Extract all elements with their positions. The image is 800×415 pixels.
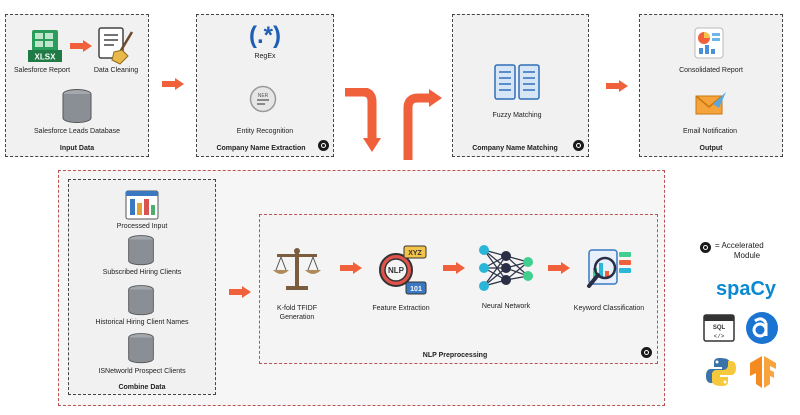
combine-data-title: Combine Data bbox=[118, 384, 166, 391]
spacy-logo: spaCy bbox=[715, 278, 777, 300]
python-logo-icon bbox=[706, 358, 736, 386]
fuzzy-matching-icon bbox=[494, 64, 540, 100]
nlp-preprocessing-panel bbox=[259, 214, 658, 364]
accelerated-legend-line2: Module bbox=[733, 251, 761, 260]
salesforce-report-label: Salesforce Report bbox=[13, 67, 71, 74]
sql-logo-icon: SQL </> bbox=[703, 314, 735, 342]
email-notification-icon bbox=[695, 92, 726, 115]
keyword-classification-icon bbox=[587, 249, 631, 288]
binary-badge: 101 bbox=[410, 286, 422, 293]
flow-arrow-icon bbox=[606, 80, 628, 92]
accelerated-module-icon bbox=[700, 242, 711, 253]
consolidated-report-label: Consolidated Report bbox=[679, 67, 743, 74]
kfold-label-line1: K-fold TFIDF bbox=[277, 305, 317, 312]
neural-network-icon bbox=[479, 245, 533, 291]
keyword-classification-label: Keyword Classification bbox=[573, 305, 645, 312]
flow-arrow-icon bbox=[162, 78, 184, 90]
input-data-title: Input Data bbox=[59, 145, 95, 152]
entity-recognition-label: Entity Recognition bbox=[236, 128, 294, 135]
up-curve-arrow-icon bbox=[403, 89, 442, 160]
input-data-panel bbox=[5, 14, 149, 157]
email-notification-label: Email Notification bbox=[682, 128, 738, 135]
subscribed-clients-label: Subscribed Hiring Clients bbox=[102, 269, 182, 276]
azure-language-logo-icon bbox=[746, 312, 778, 344]
output-title: Output bbox=[699, 145, 723, 152]
company-matching-title: Company Name Matching bbox=[472, 145, 558, 152]
processed-input-label: Processed Input bbox=[116, 223, 168, 230]
sql-badge: SQL bbox=[713, 325, 726, 331]
fuzzy-matching-label: Fuzzy Matching bbox=[492, 112, 542, 119]
cleaning-arrow-icon bbox=[70, 40, 92, 52]
company-extraction-panel bbox=[196, 14, 334, 157]
excel-icon: XLSX bbox=[28, 30, 62, 62]
processed-input-icon bbox=[125, 190, 159, 220]
database-icon bbox=[62, 89, 92, 124]
historical-clients-label: Historical Hiring Client Names bbox=[95, 319, 189, 326]
accelerated-legend-line1: = Accelerated bbox=[715, 241, 764, 250]
kfold-label-line2: Generation bbox=[279, 314, 315, 321]
xlsx-badge: XLSX bbox=[35, 53, 57, 62]
accelerated-module-icon bbox=[573, 140, 584, 151]
flow-arrow-icon bbox=[340, 262, 362, 274]
database-icon bbox=[128, 333, 154, 364]
data-cleaning-icon bbox=[98, 27, 134, 65]
regex-icon: (.*) bbox=[249, 22, 281, 49]
down-curve-arrow-icon bbox=[345, 88, 381, 152]
feature-extraction-label: Feature Extraction bbox=[372, 305, 430, 312]
flow-arrow-icon bbox=[548, 262, 570, 274]
xyz-badge: XYZ bbox=[408, 250, 422, 257]
data-cleaning-label: Data Cleaning bbox=[93, 67, 139, 74]
company-extraction-title: Company Name Extraction bbox=[216, 145, 306, 152]
entity-recognition-icon: NER bbox=[249, 85, 277, 113]
neural-network-label: Neural Network bbox=[481, 303, 531, 310]
accelerated-module-icon bbox=[318, 140, 329, 151]
database-icon bbox=[128, 285, 154, 316]
flow-arrow-icon bbox=[229, 286, 251, 298]
flow-arrow-icon bbox=[443, 262, 465, 274]
nlp-badge: NLP bbox=[388, 266, 405, 275]
code-glyph-icon: </> bbox=[714, 333, 725, 340]
tensorflow-logo-icon bbox=[750, 356, 776, 388]
accelerated-module-icon bbox=[641, 347, 652, 358]
database-icon bbox=[128, 235, 154, 266]
ner-badge: NER bbox=[258, 93, 269, 99]
feature-extraction-icon: NLP XYZ 101 bbox=[379, 245, 427, 295]
prospect-clients-label: ISNetworld Prospect Clients bbox=[98, 368, 186, 375]
balance-scale-icon bbox=[273, 248, 321, 290]
regex-label: RegEx bbox=[254, 53, 276, 60]
consolidated-report-icon bbox=[694, 27, 724, 59]
nlp-preprocessing-title: NLP Preprocessing bbox=[422, 352, 488, 359]
salesforce-leads-db-label: Salesforce Leads Database bbox=[34, 128, 120, 135]
